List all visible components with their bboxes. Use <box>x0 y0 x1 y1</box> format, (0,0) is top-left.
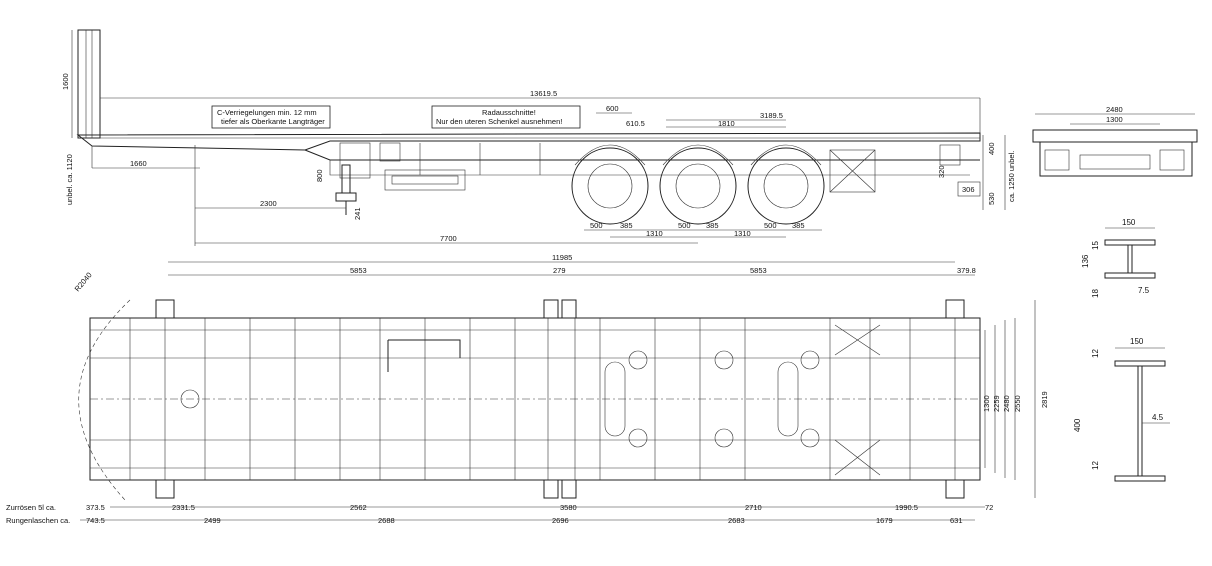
dim-279: 279 <box>553 266 566 275</box>
dim-1810: 1810 <box>718 119 735 128</box>
dim-800: 800 <box>315 169 324 182</box>
dim-stanchion-height: 1600 <box>61 73 70 90</box>
zurr-1: 2331.5 <box>172 503 195 512</box>
zurr-6: 72 <box>985 503 993 512</box>
small-top: 15 <box>1091 241 1100 250</box>
dim-241: 241 <box>353 207 362 220</box>
dim-overall-length: 13619.5 <box>530 89 557 98</box>
twist-locks <box>155 299 965 499</box>
small-bottom: 18 <box>1091 289 1100 298</box>
dim-11985: 11985 <box>552 253 572 262</box>
note-wheel-2: Nur den uteren Schenkel ausnehmen! <box>436 117 562 126</box>
axle-1310-1: 1310 <box>646 229 663 238</box>
note-wheel-1: Radausschnitte! <box>482 108 536 117</box>
zurr-label: Zurrösen 5l ca. <box>6 503 56 512</box>
front-stanchion <box>77 29 101 139</box>
side-view: 1600 13619.5 <box>61 29 1016 246</box>
large-bottom: 12 <box>1091 461 1100 470</box>
dim-530: 530 <box>987 192 996 205</box>
profile-large: 150 12 400 12 4.5 <box>1073 337 1170 482</box>
wheel-2 <box>659 147 737 225</box>
rungen-3: 2696 <box>552 516 569 525</box>
top-view: 11985 5853 279 5853 379.8 R2040 <box>6 253 1049 525</box>
large-flange: 150 <box>1130 337 1144 346</box>
large-top: 12 <box>1091 349 1100 358</box>
note-wheel-box <box>431 105 581 129</box>
dim-400: 400 <box>987 142 996 155</box>
dim-600: 600 <box>606 104 619 113</box>
end-view: 2480 1300 <box>1032 105 1198 177</box>
note-c-lock-1: C-Verriegelungen min. 12 mm <box>217 108 317 117</box>
wheel-500-2: 500 <box>678 221 691 230</box>
rungen-label: Rungenlaschen ca. <box>6 516 70 525</box>
radius-label: R2040 <box>73 271 94 294</box>
zurr-0: 373.5 <box>86 503 105 512</box>
end-width-2480: 2480 <box>1106 105 1123 114</box>
rungen-0: 743.5 <box>86 516 105 525</box>
wheel-500-3: 500 <box>764 221 777 230</box>
dim-306: 306 <box>962 185 975 194</box>
dim-610-5: 610.5 <box>626 119 645 128</box>
rungen-2: 2688 <box>378 516 395 525</box>
axle-1310-2: 1310 <box>734 229 751 238</box>
rungen-4: 2683 <box>728 516 745 525</box>
dim-2300: 2300 <box>260 199 277 208</box>
small-web: 7.5 <box>1138 286 1150 295</box>
width-2550: 2550 <box>1013 395 1022 412</box>
profile-small: 150 15 136 18 7.5 <box>1081 218 1156 298</box>
wheel-385-3: 385 <box>792 221 805 230</box>
dim-7700: 7700 <box>440 234 457 243</box>
wheel-385-2: 385 <box>706 221 719 230</box>
width-1300: 1300 <box>982 395 991 412</box>
width-2480: 2480 <box>1002 395 1011 412</box>
width-2259: 2259 <box>992 395 1001 412</box>
rungen-1: 2499 <box>204 516 221 525</box>
zurr-4: 2710 <box>745 503 762 512</box>
wheel-1 <box>571 147 649 225</box>
end-width-1300: 1300 <box>1106 115 1123 124</box>
trailer-deck <box>76 132 981 151</box>
note-c-lock-box <box>211 105 331 129</box>
cross-members <box>129 318 956 480</box>
large-web: 4.5 <box>1152 413 1164 422</box>
small-flange: 150 <box>1122 218 1136 227</box>
dim-1660: 1660 <box>130 159 147 168</box>
small-height: 136 <box>1081 254 1090 268</box>
dim-3189-5: 3189.5 <box>760 111 783 120</box>
large-height: 400 <box>1073 418 1082 432</box>
wheels <box>571 144 825 225</box>
frame-details <box>339 142 961 193</box>
zurr-5: 1990.5 <box>895 503 918 512</box>
wheel-385-1: 385 <box>620 221 633 230</box>
zurr-3: 3580 <box>560 503 577 512</box>
note-c-lock-2: tiefer als Oberkante Langträger <box>221 117 325 126</box>
wheel-500-1: 500 <box>590 221 603 230</box>
dim-379-8: 379.8 <box>957 266 976 275</box>
dim-5853-b: 5853 <box>750 266 767 275</box>
rungen-5: 1679 <box>876 516 893 525</box>
dim-1250: ca. 1250 unbel. <box>1007 151 1016 202</box>
axle-details <box>180 324 881 476</box>
dim-5853-a: 5853 <box>350 266 367 275</box>
end-deck <box>1032 129 1198 143</box>
dim-320: 320 <box>937 165 946 178</box>
dim-ground-height: unbel. ca. 1120 <box>65 154 74 205</box>
wheel-3 <box>747 147 825 225</box>
rungen-6: 631 <box>950 516 963 525</box>
zurr-2: 2562 <box>350 503 367 512</box>
landing-gear <box>335 164 357 215</box>
width-2819: 2819 <box>1040 391 1049 408</box>
